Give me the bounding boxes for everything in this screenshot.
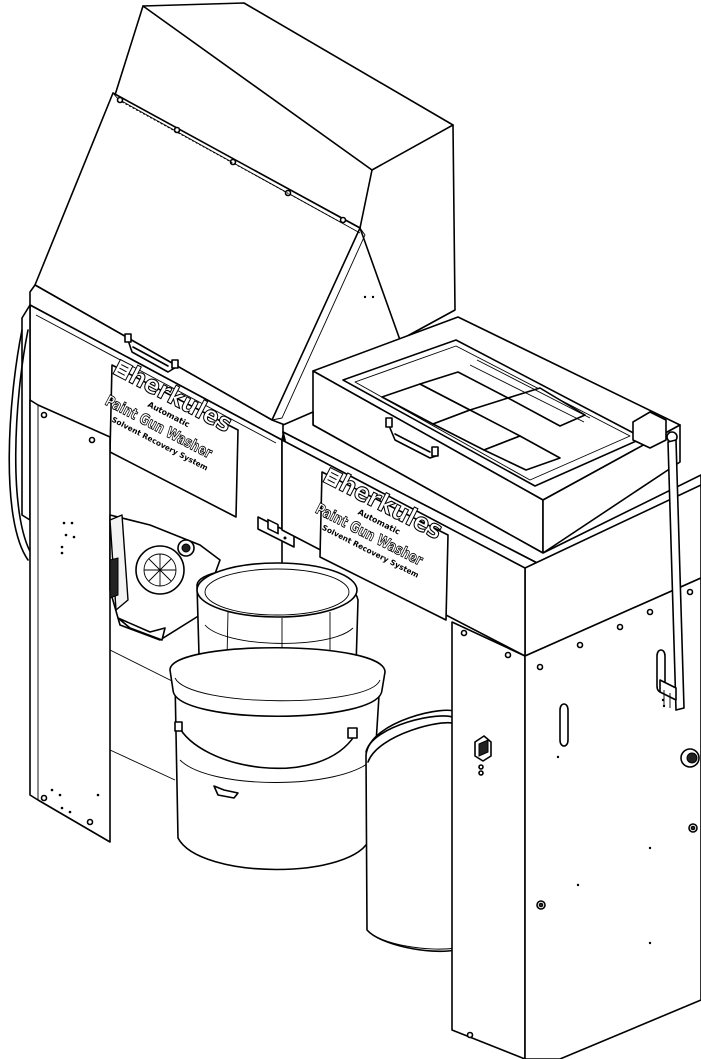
vent-slot — [559, 703, 569, 747]
valve-knob[interactable] — [474, 735, 492, 776]
right-top-cover[interactable] — [312, 316, 681, 554]
left-decal-panel — [109, 364, 239, 518]
pump-assembly — [109, 514, 221, 641]
screw-dot — [363, 295, 367, 299]
rear-hood — [114, 2, 456, 341]
left-leg — [29, 399, 111, 843]
logo-stripes — [117, 364, 129, 376]
logo-stripes — [327, 472, 339, 484]
frame-edge — [109, 749, 176, 781]
right-leg-front — [451, 621, 526, 1059]
drain-fitting — [680, 748, 700, 768]
solvent-bucket — [365, 709, 456, 953]
frame-edge — [109, 649, 181, 686]
side-clip — [632, 411, 667, 449]
right-decal-panel — [319, 471, 449, 621]
left-lid-handle[interactable] — [124, 333, 179, 373]
screw-dot — [371, 295, 375, 299]
left-lid[interactable] — [34, 92, 366, 421]
switch-box[interactable] — [257, 516, 295, 548]
bucket-with-strainer — [169, 562, 386, 871]
left-cabinet — [21, 284, 295, 656]
right-lid-handle[interactable] — [385, 417, 439, 459]
hose-inner — [14, 329, 33, 556]
level-gauge-rod — [659, 439, 685, 711]
hose — [8, 329, 29, 561]
hinge-screws — [116, 96, 347, 224]
